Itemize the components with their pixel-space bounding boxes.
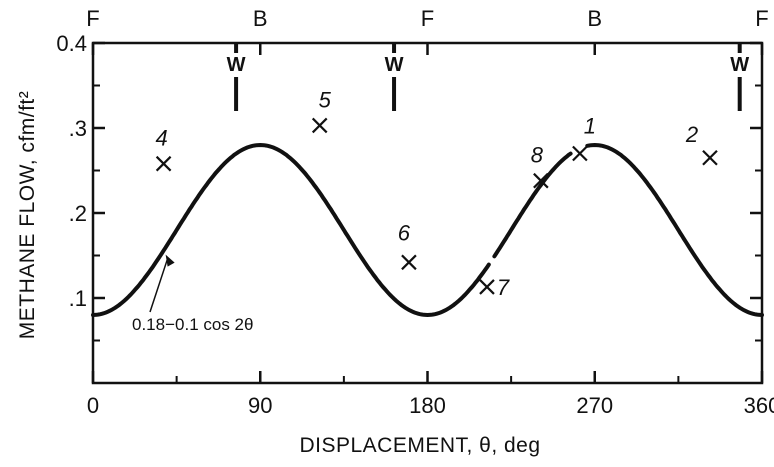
x-tick-label: 270 (576, 393, 613, 418)
data-point-marker (401, 254, 417, 271)
chart-labels: F B F B F W W W (86, 6, 769, 313)
position-label: F (421, 6, 434, 31)
plot-axes: 0 90 180 270 360 .1 .2 .3 0.4 (56, 31, 774, 418)
position-label: B (253, 6, 268, 31)
w-marker-label: W (227, 54, 246, 76)
x-tick-label: 180 (409, 393, 446, 418)
data-point-label: 4 (155, 126, 167, 151)
data-point-label: 2 (685, 122, 698, 147)
data-points: 1 2 4 5 6 7 8 (155, 87, 718, 300)
curve-segment (91, 142, 491, 318)
data-point-marker (702, 149, 718, 166)
y-tick-label: .3 (69, 116, 87, 141)
data-point-marker (311, 117, 328, 134)
curve-label-arrow (149, 258, 169, 313)
x-tick-label: 0 (87, 393, 99, 418)
y-axis-title: METHANE FLOW, cfm/ft² (16, 91, 39, 340)
x-tick-label: 360 (744, 393, 774, 418)
position-label: F (755, 6, 768, 31)
data-point-marker (155, 155, 172, 172)
curve-segment (492, 151, 573, 259)
curve-label-arrowhead (165, 254, 175, 267)
y-tick-label: .1 (69, 286, 87, 311)
x-axis-title: DISPLACEMENT, θ, deg (299, 434, 540, 457)
data-point-label: 8 (531, 143, 544, 168)
curve-equation-label: 0.18−0.1 cos 2θ (132, 315, 253, 334)
data-point-label: 5 (319, 87, 332, 112)
y-tick-label: 0.4 (56, 31, 87, 56)
cosine-curve (91, 142, 764, 318)
data-point-marker (572, 145, 588, 162)
position-label: B (587, 6, 602, 31)
data-point-label: 1 (584, 114, 596, 139)
data-point-label: 7 (497, 275, 510, 300)
w-marker-label: W (385, 54, 404, 76)
data-point-marker (533, 172, 549, 189)
x-tick-label: 90 (248, 393, 272, 418)
data-point-label: 6 (398, 220, 411, 245)
curve-segment (585, 142, 764, 317)
position-label: F (86, 6, 99, 31)
data-point-marker (479, 279, 495, 295)
y-tick-label: .2 (69, 201, 87, 226)
w-marker-label: W (730, 54, 749, 76)
